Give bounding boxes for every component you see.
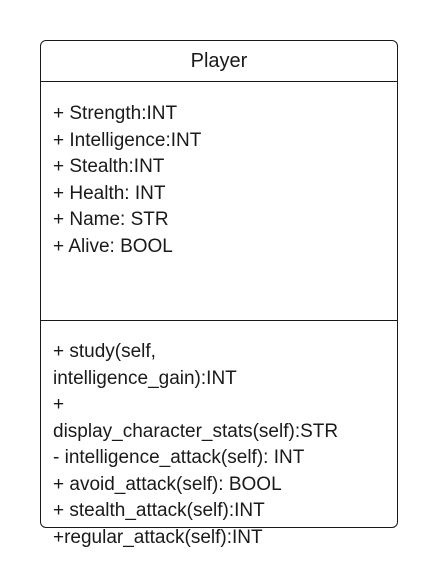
operation-line: +regular_attack(self):INT	[53, 526, 263, 548]
operation-line: + study(self,	[53, 341, 156, 362]
attribute-line: + Strength:INT	[53, 103, 178, 124]
attribute-line: + Alive: BOOL	[53, 235, 173, 257]
class-name: Player	[41, 41, 397, 82]
attribute-line: + Health: INT	[53, 182, 166, 204]
operation-line: display_character_stats(self):STR	[53, 420, 339, 442]
operation-line: intelligence_gain):INT	[53, 367, 237, 389]
operation-line: - intelligence_attack(self): INT	[53, 447, 305, 468]
uml-class-box: Player + Strength:INT + Intelligence:INT…	[40, 40, 398, 548]
operation-line: +	[53, 394, 65, 415]
operation-line: + stealth_attack(self):INT	[53, 500, 265, 521]
attribute-line: + Stealth:INT	[53, 156, 165, 177]
operation-line: + avoid_attack(self): BOOL	[53, 473, 282, 495]
operations-compartment: + study(self, intelligence_gain):INT + d…	[41, 321, 397, 548]
attribute-line: + Intelligence:INT	[53, 129, 202, 151]
attribute-line: + Name: STR	[53, 209, 169, 230]
attributes-compartment: + Strength:INT + Intelligence:INT + Stea…	[41, 81, 397, 321]
